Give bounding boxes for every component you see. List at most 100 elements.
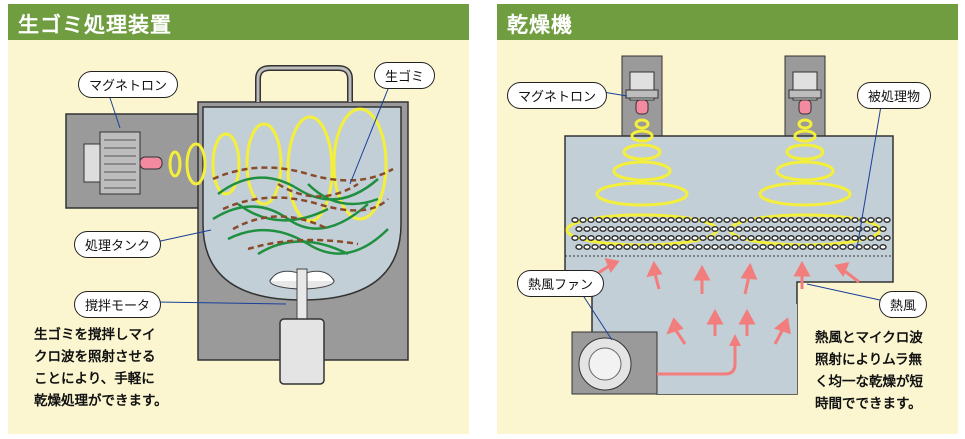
- material-particle: [847, 244, 855, 250]
- material-particle: [795, 217, 803, 223]
- material-particle: [607, 226, 615, 232]
- material-particle: [851, 235, 859, 241]
- material-label: 被処理物: [857, 82, 932, 109]
- material-particle: [827, 235, 835, 241]
- description-line: 熱風とマイクロ波: [815, 330, 923, 346]
- material-particle: [835, 235, 843, 241]
- material-particle: [759, 226, 767, 232]
- material-particle: [779, 217, 787, 223]
- material-particle: [659, 235, 667, 241]
- panel-header: 乾燥機: [497, 4, 958, 40]
- material-particle: [615, 226, 623, 232]
- material-particle: [595, 235, 603, 241]
- material-particle: [803, 235, 811, 241]
- material-particle: [799, 226, 807, 232]
- material-particle: [619, 235, 627, 241]
- material-particle: [687, 244, 695, 250]
- food-waste-processor-panel: 生ゴミ処理装置: [8, 4, 469, 434]
- material-particle: [611, 217, 619, 223]
- description-line: クロ波を照射させる: [34, 349, 156, 365]
- material-particle: [683, 235, 691, 241]
- material-particle: [667, 217, 675, 223]
- magnetron-right: [788, 71, 822, 115]
- material-particle: [651, 235, 659, 241]
- material-particle: [735, 226, 743, 232]
- material-particle: [843, 235, 851, 241]
- tank-label: 処理タンク: [74, 231, 162, 258]
- material-particle: [755, 217, 763, 223]
- material-particle: [691, 235, 699, 241]
- magnetron-left: [625, 71, 659, 115]
- material-particle: [811, 217, 819, 223]
- material-particle: [823, 244, 831, 250]
- dryer-illustration: [564, 55, 894, 395]
- hot-air-arrows: [588, 257, 860, 345]
- magnetron-label: マグネトロン: [507, 82, 608, 109]
- material-particle: [787, 217, 795, 223]
- material-particle: [855, 226, 863, 232]
- material-particle: [739, 235, 747, 241]
- material-particle: [767, 226, 775, 232]
- material-particle: [639, 226, 647, 232]
- material-particle: [763, 235, 771, 241]
- material-particle: [707, 235, 715, 241]
- material-particle: [603, 217, 611, 223]
- material-particle: [731, 235, 739, 241]
- material-particle: [803, 217, 811, 223]
- material-particle: [819, 217, 827, 223]
- fan-label: 熱風ファン: [517, 270, 605, 297]
- material-particles: [571, 217, 891, 250]
- material-particle: [839, 226, 847, 232]
- garbage-label: 生ゴミ: [374, 62, 436, 89]
- material-particle: [627, 235, 635, 241]
- material-particle: [727, 226, 735, 232]
- material-particle: [579, 217, 587, 223]
- stirring-motor: [279, 318, 325, 385]
- material-particle: [675, 235, 683, 241]
- material-particle: [791, 244, 799, 250]
- description-line: 時間でできます。: [815, 396, 922, 412]
- material-particle: [643, 235, 651, 241]
- material-particle: [883, 217, 891, 223]
- material-particle: [795, 235, 803, 241]
- material-particle: [671, 226, 679, 232]
- material-particle: [655, 226, 663, 232]
- panel-header: 生ゴミ処理装置: [8, 4, 469, 40]
- material-particle: [687, 226, 695, 232]
- material-particle: [723, 235, 731, 241]
- material-particle: [711, 244, 719, 250]
- material-particle: [819, 235, 827, 241]
- material-particle: [695, 244, 703, 250]
- material-particle: [603, 235, 611, 241]
- material-particle: [663, 226, 671, 232]
- material-particle: [863, 244, 871, 250]
- description-line: 照射によりムラ無: [815, 352, 923, 368]
- material-particle: [679, 226, 687, 232]
- material-particle: [831, 226, 839, 232]
- microwave-rings: [168, 107, 388, 223]
- material-particle: [771, 235, 779, 241]
- material-particle: [571, 217, 579, 223]
- material-particle: [871, 226, 879, 232]
- material-particle: [635, 217, 643, 223]
- material-particle: [707, 217, 715, 223]
- material-particle: [659, 217, 667, 223]
- material-particle: [591, 226, 599, 232]
- material-particle: [623, 226, 631, 232]
- left-description: 生ゴミを撹拌しマイ クロ波を照射させる ことにより、手軽に 乾燥処理ができます。: [34, 324, 168, 412]
- material-particle: [747, 217, 755, 223]
- material-particle: [867, 217, 875, 223]
- material-particle: [615, 244, 623, 250]
- description-line: ことにより、手軽に: [34, 371, 155, 387]
- material-particle: [735, 244, 743, 250]
- material-particle: [807, 244, 815, 250]
- material-particle: [767, 244, 775, 250]
- material-particle: [647, 226, 655, 232]
- material-particle: [783, 226, 791, 232]
- material-particle: [779, 235, 787, 241]
- material-particle: [695, 226, 703, 232]
- material-particle: [679, 244, 687, 250]
- material-particle: [715, 217, 723, 223]
- material-particle: [815, 244, 823, 250]
- material-particle: [827, 217, 835, 223]
